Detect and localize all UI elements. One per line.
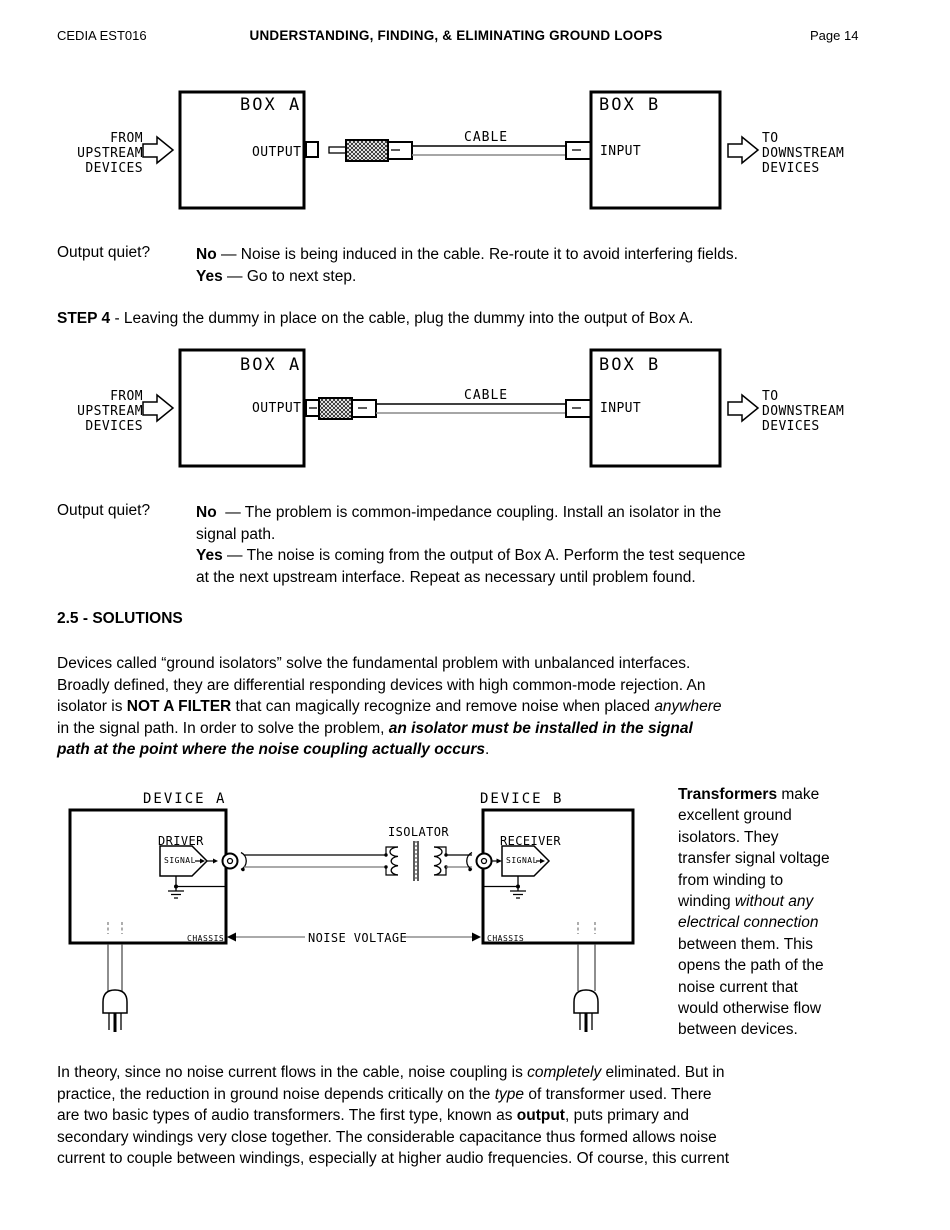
power-plug-a-icon	[102, 989, 128, 1032]
isolator-label: ISOLATOR	[388, 825, 449, 839]
noise-voltage-arrow	[227, 932, 481, 942]
box-a-label: BOX A	[240, 95, 302, 115]
doc-id: CEDIA EST016	[57, 28, 147, 43]
transformer-icon	[384, 841, 448, 881]
output-connector-a	[207, 851, 247, 872]
signal-a-label: SIGNAL	[164, 856, 196, 865]
diagram-step4-drawing	[142, 348, 760, 468]
box-b-label: BOX B	[599, 355, 661, 375]
from-arrow-icon	[142, 393, 175, 423]
chassis-a-label: CHASSIS	[187, 934, 225, 943]
isolator-diagram-drawing	[68, 808, 635, 1032]
device-b-label: DEVICE B	[480, 791, 564, 807]
output-label: OUTPUT	[252, 145, 302, 160]
input-connector-b	[466, 851, 502, 872]
power-plug-b-icon	[573, 989, 599, 1032]
rca-dummy-plug-icon	[318, 397, 353, 420]
device-a-label: DEVICE A	[143, 791, 227, 807]
solutions-paragraph: Devices called “ground isolators” solve …	[57, 655, 722, 758]
signal-b-label: SIGNAL	[506, 856, 538, 865]
step4-text: STEP 4 - Leaving the dummy in place on t…	[57, 310, 694, 327]
power-cord-a	[107, 922, 123, 991]
qa1-answers: No — Noise is being induced in the cable…	[196, 246, 738, 285]
driver-ground-icon	[168, 876, 225, 899]
driver-symbol	[159, 845, 209, 877]
box-b-outline	[589, 90, 722, 210]
noise-voltage-label: NOISE VOLTAGE	[308, 931, 408, 945]
receiver-label: RECEIVER	[500, 834, 561, 848]
input-connector	[565, 141, 592, 160]
box-b-label: BOX B	[599, 95, 661, 115]
output-label: OUTPUT	[252, 401, 302, 416]
input-connector	[565, 399, 592, 418]
chassis-b-label: CHASSIS	[487, 934, 525, 943]
to-arrow-icon	[727, 393, 760, 423]
box-b-outline	[589, 348, 722, 468]
input-label: INPUT	[600, 401, 642, 416]
from-arrow-icon	[142, 135, 175, 165]
receiver-symbol	[501, 845, 551, 877]
qa2-question: Output quiet?	[57, 502, 151, 519]
output-jack	[305, 399, 320, 417]
qa1-question: Output quiet?	[57, 244, 151, 261]
solutions-heading: 2.5 - SOLUTIONS	[57, 610, 183, 627]
qa2-answers: No — The problem is common-impedance cou…	[196, 504, 746, 586]
power-cord-b	[577, 922, 596, 991]
to-arrow-icon	[727, 135, 760, 165]
cable-label: CABLE	[464, 388, 509, 403]
page-title: UNDERSTANDING, FINDING, & ELIMINATING GR…	[249, 28, 663, 43]
page-number: Page 14	[810, 28, 859, 43]
input-label: INPUT	[600, 144, 642, 159]
device-a-outline	[68, 808, 228, 945]
diagram-step3-drawing	[142, 90, 760, 210]
isolator-diagram: DEVICE A DEVICE B DRIVER RECEIVER SIGNAL…	[0, 785, 950, 1047]
box-a-label: BOX A	[240, 355, 302, 375]
cable-lines	[376, 403, 566, 414]
cable-connector	[387, 141, 413, 160]
cable-label: CABLE	[464, 130, 509, 145]
cable-b-lines	[446, 854, 472, 868]
cable-a-lines	[244, 854, 386, 868]
rca-dummy-plug-icon	[328, 139, 389, 162]
box-a-outline	[178, 90, 306, 210]
driver-label: DRIVER	[158, 834, 204, 848]
cable-lines	[412, 145, 566, 156]
closing-paragraph: In theory, since no noise current flows …	[57, 1064, 730, 1167]
box-a-outline	[178, 348, 306, 468]
receiver-ground-icon	[484, 876, 526, 899]
cable-connector	[351, 399, 377, 418]
output-jack	[305, 141, 319, 158]
